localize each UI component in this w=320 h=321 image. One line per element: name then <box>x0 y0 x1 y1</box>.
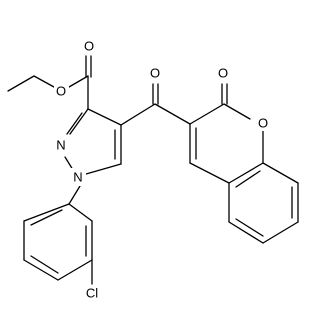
bond-c4-c3 <box>87 108 122 126</box>
bond-n2-n1 <box>64 156 74 171</box>
bond-c3-n2-b <box>66 112 83 135</box>
bond-bz-c8a-c8 <box>262 162 299 184</box>
atom-o-lactone-carbonyl: O <box>218 66 228 81</box>
bond-ph-c6-c1 <box>23 203 70 222</box>
atom-o-ring: O <box>258 116 268 131</box>
bond-c4-keto-c <box>120 103 156 126</box>
atom-o-ester-carbonyl: O <box>84 39 94 54</box>
bond-n1-aryl <box>68 185 81 205</box>
bond-cm-c8a-c4a <box>228 162 264 184</box>
bond-c3-n2-a <box>69 108 89 135</box>
atom-labels: O O N N O O O Cl <box>54 38 271 302</box>
bond-bz-c6-c5 <box>228 221 264 244</box>
bond-ph-c4-c5 <box>23 259 59 281</box>
atom-cl: Cl <box>86 286 98 301</box>
bond-n1-c5 <box>85 163 122 175</box>
bond-bz-c7-c6 <box>262 221 299 244</box>
bond-cm-c3-c2 <box>189 103 225 125</box>
bond-o-ester-carbon <box>68 75 89 88</box>
bond-bz-inner-3 <box>235 170 261 188</box>
bond-ethyl-ch3-ch2 <box>7 75 35 92</box>
atom-n1: N <box>73 170 82 185</box>
bond-keto-c-coumarin-c3 <box>154 103 191 125</box>
atom-o-ketone: O <box>150 66 160 81</box>
bond-bz-inner-2 <box>235 218 264 237</box>
atom-o-ester-ether: O <box>56 84 66 99</box>
bond-ph-inner-2 <box>30 255 59 274</box>
bond-ph-c1-c2 <box>68 203 93 222</box>
atom-n2: N <box>56 138 65 153</box>
bond-cm-c4a-c4 <box>189 162 230 184</box>
bonds <box>7 55 299 285</box>
bond-cm-c2-o1 <box>223 103 251 120</box>
molecule-structure-diagram: O O N N O O O Cl <box>7 38 299 302</box>
bond-ph-c3-c4 <box>57 259 93 281</box>
bond-ph-inner-3 <box>30 209 63 226</box>
bond-ethyl-ch2-o <box>33 75 55 88</box>
